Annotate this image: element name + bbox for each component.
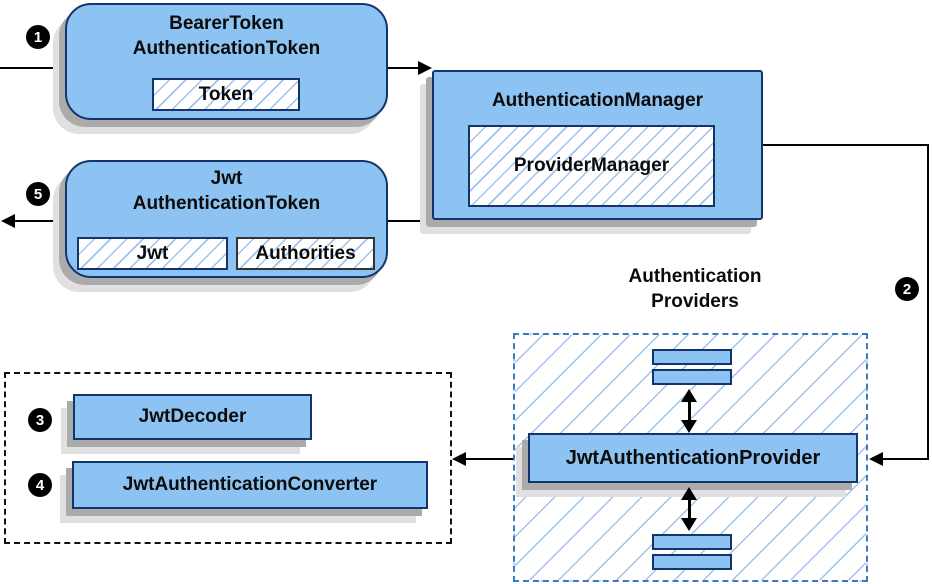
jwt-authentication-converter-node: JwtAuthenticationConverter (72, 461, 428, 509)
token-chip: Token (152, 78, 300, 111)
step-2-number: 2 (902, 280, 912, 298)
provider-slot-bar (652, 369, 732, 385)
authentication-providers-label: Authentication Providers (595, 264, 795, 314)
right-vertical-line (927, 144, 929, 460)
provider-slot-bar (652, 349, 732, 365)
provider-to-helpers-line (466, 458, 528, 460)
jwt-authentication-provider-node: JwtAuthenticationProvider (528, 433, 858, 483)
jwt-decoder-node: JwtDecoder (73, 394, 312, 440)
bearer-token-node-title: BearerToken AuthenticationToken (65, 11, 388, 61)
authorities-chip-label: Authorities (255, 242, 356, 264)
jwt-authentication-converter-label: JwtAuthenticationConverter (122, 474, 378, 495)
bearer-token-title-line1: BearerToken (169, 13, 284, 34)
bearer-to-manager-line (388, 67, 420, 69)
manager-right-line (762, 144, 929, 146)
step-4-number: 4 (35, 476, 45, 494)
authentication-manager-title: AuthenticationManager (491, 90, 704, 111)
double-arrow-icon (681, 389, 697, 433)
provider-slot-bar (652, 554, 732, 570)
arrowhead-left-icon (1, 214, 15, 228)
outgoing-result-line (13, 220, 65, 222)
arrowhead-left-icon (452, 452, 466, 466)
provider-slot-bar (652, 534, 732, 550)
jwt-token-node-title: Jwt AuthenticationToken (65, 166, 388, 216)
step-1-number: 1 (33, 28, 43, 46)
jwt-authentication-provider-label: JwtAuthenticationProvider (565, 446, 821, 469)
step-5-number: 5 (33, 185, 43, 203)
step-1-badge: 1 (26, 25, 50, 49)
manager-to-jwt-token-line (388, 220, 432, 222)
token-chip-label: Token (198, 83, 254, 105)
step-2-badge: 2 (895, 277, 919, 301)
providers-label-line1: Authentication (628, 266, 762, 287)
jwt-decoder-label: JwtDecoder (138, 406, 247, 427)
step-3-number: 3 (35, 411, 45, 429)
providers-label-line2: Providers (651, 291, 739, 312)
step-3-badge: 3 (28, 408, 52, 432)
incoming-request-line (0, 67, 66, 69)
authorities-chip: Authorities (236, 237, 375, 270)
jwt-chip: Jwt (77, 237, 228, 270)
step-5-badge: 5 (26, 182, 50, 206)
step-4-badge: 4 (28, 473, 52, 497)
arrowhead-left-icon (869, 452, 883, 466)
jwt-chip-label: Jwt (136, 242, 169, 264)
jwt-token-title-line1: Jwt (210, 168, 243, 189)
provider-manager-chip: ProviderManager (468, 125, 715, 207)
to-provider-line (883, 458, 929, 460)
jwt-helpers-group-box (4, 372, 452, 544)
bearer-token-title-line2: AuthenticationToken (132, 38, 321, 59)
provider-manager-chip-label: ProviderManager (513, 155, 670, 176)
double-arrow-icon (681, 487, 697, 531)
arrowhead-right-icon (418, 61, 432, 75)
jwt-token-title-line2: AuthenticationToken (132, 193, 321, 214)
